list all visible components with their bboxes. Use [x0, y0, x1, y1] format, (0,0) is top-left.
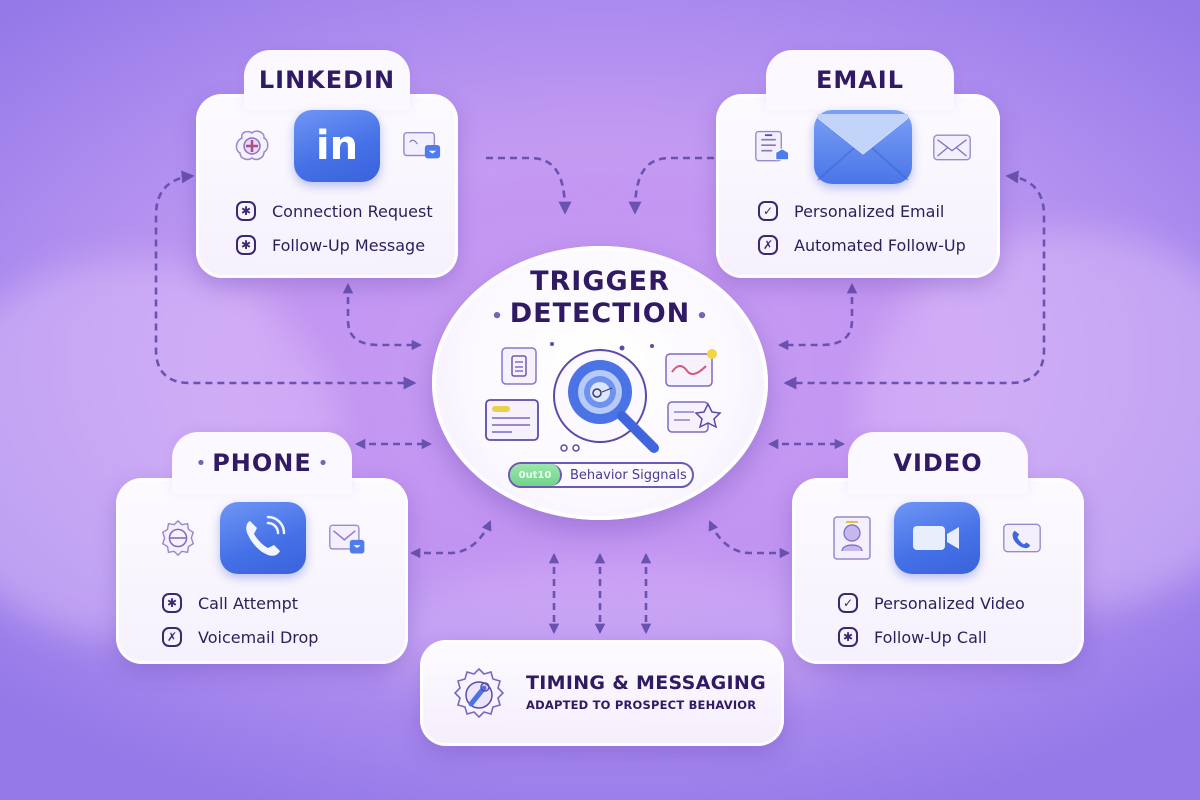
add-connection-icon	[232, 128, 272, 164]
timing-messaging-box: TIMING & MESSAGING ADAPTED TO PROSPECT B…	[420, 640, 784, 746]
list-item: ✓ Personalized Video	[838, 586, 1025, 620]
video-camera-icon	[894, 502, 980, 574]
card-title: LINKEDIN	[258, 66, 396, 94]
chart-card-icon	[665, 349, 717, 387]
text-card-icon	[485, 399, 539, 441]
bullet-icon: ✗	[758, 235, 778, 255]
document-icon	[501, 347, 537, 385]
bullet-icon: ✱	[236, 235, 256, 255]
signal-tag: 0ut10	[510, 464, 562, 486]
check-icon: ✓	[758, 201, 778, 221]
hub-title-line1: TRIGGER	[530, 266, 670, 297]
channel-card-email: EMAIL ✓ Personalized Email ✗ Automated F…	[716, 50, 1000, 278]
envelope-icon	[814, 110, 912, 184]
card-title: EMAIL	[815, 66, 905, 94]
gear-wrench-icon	[453, 667, 505, 719]
timing-title: TIMING & MESSAGING	[526, 672, 766, 694]
star-card-icon	[667, 401, 722, 433]
channel-card-video: VIDEO ✓ Personalized Video ✱ Follow-Up C…	[792, 432, 1084, 664]
message-card-icon	[402, 128, 442, 164]
list-item: ✱ Follow-Up Call	[838, 620, 1025, 654]
phone-card-icon	[1002, 520, 1042, 556]
voicemail-envelope-icon	[328, 520, 368, 556]
bullet-icon: ✱	[838, 627, 858, 647]
person-profile-icon	[832, 516, 872, 560]
settings-gear-icon	[158, 519, 198, 557]
list-item: ✗ Automated Follow-Up	[758, 228, 966, 262]
list-item: ✱ Follow-Up Message	[236, 228, 433, 262]
channel-card-phone: • PHONE • ✱ Call Attempt ✗ Voicemail Dro…	[116, 432, 408, 664]
envelope-outline-icon	[932, 129, 972, 165]
phone-call-icon	[220, 502, 306, 574]
list-item: ✗ Voicemail Drop	[162, 620, 318, 654]
signal-label: Behavior Siggnals	[570, 467, 687, 483]
magnifier-target-icon	[485, 342, 722, 453]
bullet-icon: ✱	[162, 593, 182, 613]
bullet-icon: ✱	[236, 201, 256, 221]
bullet-icon: ✗	[162, 627, 182, 647]
document-attachment-icon	[754, 129, 794, 165]
list-item: ✱ Connection Request	[236, 194, 433, 228]
list-item: ✓ Personalized Email	[758, 194, 966, 228]
linkedin-icon: in	[294, 110, 380, 182]
timing-subtitle: ADAPTED TO PROSPECT BEHAVIOR	[526, 698, 757, 712]
card-title: PHONE	[212, 449, 312, 477]
behavior-signals-pill: 0ut10 Behavior Siggnals	[508, 462, 694, 488]
card-title: VIDEO	[893, 449, 983, 477]
trigger-detection-hub: TRIGGER •DETECTION•	[432, 246, 768, 520]
check-icon: ✓	[838, 593, 858, 613]
list-item: ✱ Call Attempt	[162, 586, 318, 620]
channel-card-linkedin: LINKEDIN in ✱ Connection Request ✱ Follo…	[196, 50, 458, 278]
hub-title-line2: •DETECTION•	[491, 298, 709, 329]
